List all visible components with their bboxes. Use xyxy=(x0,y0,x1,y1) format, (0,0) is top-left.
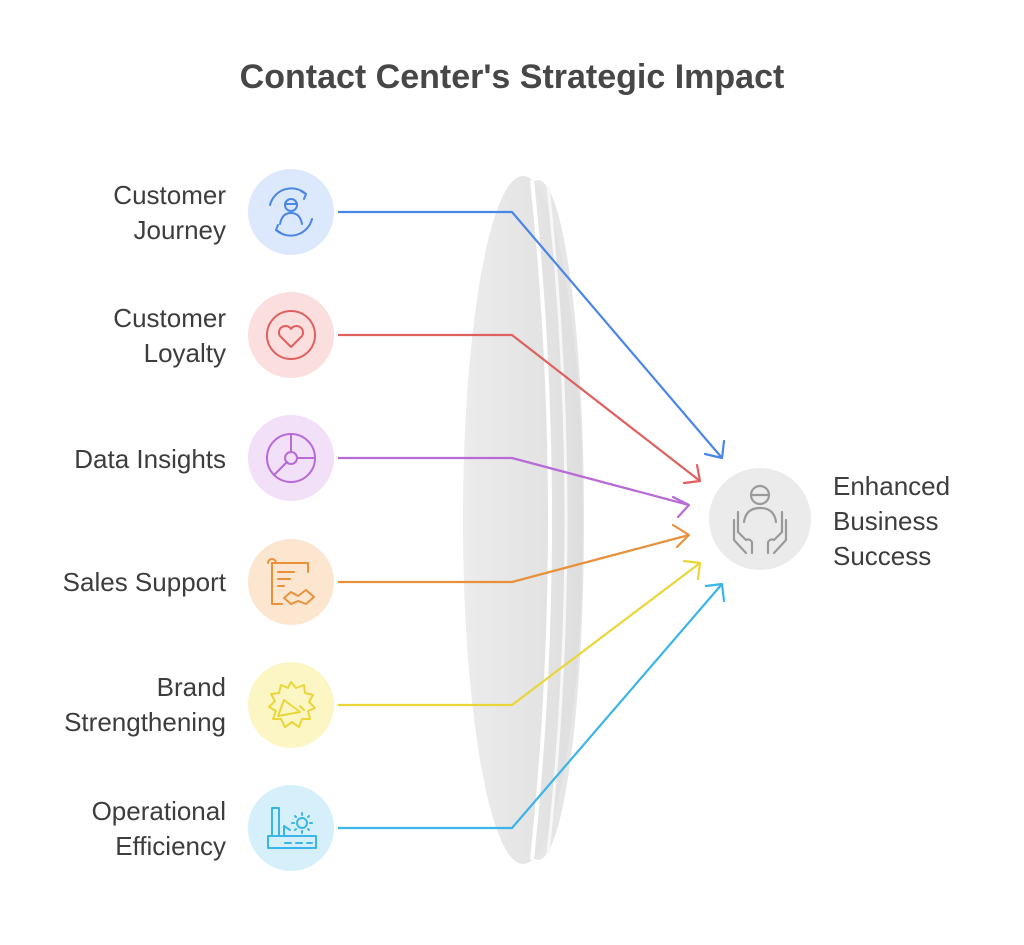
arrowhead-customer-loyalty xyxy=(682,463,702,485)
outcome-label: Enhanced Business Success xyxy=(833,471,951,571)
arrowhead-brand-strengthening xyxy=(682,559,702,581)
lens-shape xyxy=(463,176,584,864)
input-label-customer-journey: Customer Journey xyxy=(113,180,226,245)
input-label-data-insights: Data Insights xyxy=(74,444,226,474)
factory-gear-icon xyxy=(267,807,317,849)
connector-data-insights xyxy=(338,456,690,507)
node-enhanced-business-success xyxy=(709,468,811,570)
input-label-customer-loyalty: Customer Loyalty xyxy=(113,303,226,368)
connector-customer-journey xyxy=(338,210,723,459)
connectors xyxy=(338,210,726,830)
node-brand-strengthening xyxy=(248,662,334,748)
megaphone-badge-icon xyxy=(268,681,316,728)
diagram-title: Contact Center's Strategic Impact xyxy=(239,58,785,96)
connector-sales-support xyxy=(338,533,690,584)
node-operational-efficiency xyxy=(248,785,334,871)
heart-icon xyxy=(266,310,316,360)
node-customer-journey xyxy=(248,169,334,255)
person-hands-icon xyxy=(732,484,788,555)
connector-operational-efficiency xyxy=(338,583,723,830)
node-customer-loyalty xyxy=(248,292,334,378)
connector-customer-loyalty xyxy=(338,333,701,482)
customer-journey-icon xyxy=(269,187,313,237)
node-data-insights xyxy=(248,415,334,501)
input-label-operational-efficiency: Operational Efficiency xyxy=(91,796,226,861)
arrowhead-sales-support xyxy=(671,523,691,549)
input-label-sales-support: Sales Support xyxy=(62,567,226,597)
arrowhead-customer-journey xyxy=(703,439,726,460)
node-sales-support xyxy=(248,539,334,625)
arrowhead-data-insights xyxy=(671,495,691,519)
contract-handshake-icon xyxy=(267,558,315,605)
arrowhead-operational-efficiency xyxy=(704,582,726,603)
connector-brand-strengthening xyxy=(338,562,701,707)
input-label-brand-strengthening: Brand Strengthening xyxy=(64,672,226,737)
pie-chart-icon xyxy=(266,433,316,483)
